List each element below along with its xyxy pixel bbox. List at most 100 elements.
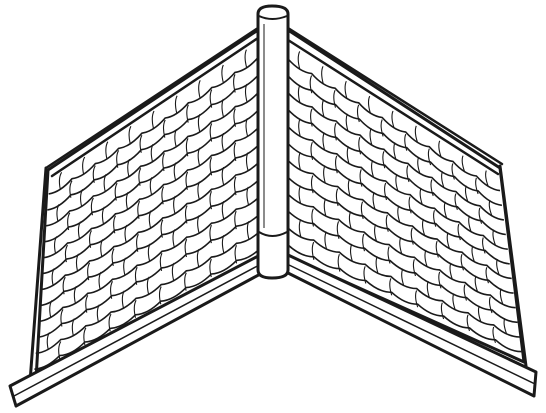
left-tile-seam	[172, 229, 176, 248]
right-tile-seam	[371, 159, 375, 178]
right-tile-seam	[322, 132, 326, 151]
left-tile-seam	[64, 244, 68, 263]
right-tile-seam	[393, 142, 397, 160]
left-tile-seam	[149, 177, 153, 196]
left-tile-seam	[244, 83, 248, 103]
left-tile-seam	[221, 200, 225, 220]
left-tile-seam	[146, 276, 150, 295]
left-tile-seam	[221, 166, 225, 186]
right-tile-row	[287, 244, 522, 353]
right-tile-seam	[321, 66, 324, 85]
left-tile-seam	[221, 98, 225, 118]
left-tile-seam	[116, 150, 120, 168]
right-tile-seam	[466, 314, 471, 332]
left-tile-seam	[246, 221, 250, 240]
left-tile-seam	[92, 165, 96, 183]
right-tile-seam	[485, 170, 489, 187]
right-tile-seam	[384, 182, 388, 201]
right-tile-seam	[335, 155, 338, 174]
right-roof-top-edge	[286, 26, 504, 176]
right-tile-seam	[438, 271, 442, 289]
right-tile-seam	[424, 249, 428, 267]
left-tile-seam	[105, 141, 109, 160]
right-tile-seam	[347, 178, 351, 197]
right-tile-seam	[385, 214, 389, 232]
right-tile-seam	[404, 133, 408, 151]
right-tile-seam	[499, 288, 504, 305]
left-tile-seam	[148, 210, 152, 229]
left-tile-seam	[46, 332, 50, 350]
right-tile-seam	[374, 224, 378, 242]
left-tile-seam	[173, 195, 176, 214]
right-tile-seam	[410, 227, 414, 245]
left-tile-seam	[162, 153, 165, 172]
right-tile-seam	[417, 156, 421, 174]
right-tile-seam	[475, 177, 479, 195]
left-tile-seam	[159, 253, 163, 272]
left-tile-seam	[75, 253, 79, 272]
left-tile-seam	[58, 172, 63, 190]
right-eave-lower-line	[286, 263, 536, 385]
left-tile-seam	[221, 132, 225, 152]
right-tile-seam	[454, 193, 458, 210]
right-tile-seam	[391, 110, 395, 128]
left-tile-seam	[123, 257, 126, 276]
right-roof-side-edge	[498, 164, 528, 368]
right-tile-seam	[349, 243, 353, 262]
left-tile-seam	[198, 80, 201, 99]
right-tile-seam	[335, 188, 339, 207]
right-tile-seam	[408, 196, 412, 214]
right-tile-rows	[287, 51, 522, 353]
left-tile-seam	[137, 200, 141, 219]
right-tile-seam	[492, 229, 497, 246]
right-tile-seam	[311, 208, 315, 227]
right-tile-seam	[380, 119, 384, 137]
right-tile-seam	[438, 140, 442, 158]
left-tile-seam	[173, 162, 177, 181]
left-tile-rows	[34, 49, 263, 370]
left-tile-seam	[233, 142, 237, 162]
right-tile-seam	[297, 84, 301, 103]
right-tile-seam	[477, 305, 482, 322]
left-roof-top-edge	[44, 26, 260, 178]
left-tile-seam	[209, 157, 213, 176]
right-tile-seam	[387, 246, 391, 264]
left-tile-seam	[162, 119, 166, 138]
right-tile-seam	[397, 205, 401, 223]
left-tile-seam	[147, 243, 151, 262]
left-tile-seam	[160, 219, 164, 238]
right-tile-seam	[333, 89, 337, 108]
right-tile-seam	[298, 219, 302, 238]
right-tile-seam	[344, 80, 348, 99]
left-tile-seam	[124, 224, 128, 243]
right-tile-seam	[369, 127, 373, 146]
right-tile-seam	[310, 108, 313, 127]
right-tile-seam	[298, 185, 302, 204]
left-tile-seam	[58, 341, 62, 359]
right-tile-seam	[463, 284, 468, 301]
left-tile-seam	[71, 318, 75, 336]
right-tile-seam	[460, 253, 465, 271]
left-tile-seam	[82, 156, 86, 175]
right-tile-seam	[435, 240, 439, 258]
left-tile-seam	[234, 245, 238, 264]
left-tile-seam	[174, 95, 178, 114]
ridge-cap	[256, 4, 290, 280]
right-tile-seam	[334, 122, 337, 141]
right-tile-seam	[363, 266, 367, 284]
left-tile-seam	[136, 234, 139, 252]
left-tile-seam	[221, 234, 225, 254]
right-tile-seam	[474, 275, 479, 292]
right-tile-seam	[311, 241, 315, 260]
right-tile-seam	[372, 192, 376, 210]
left-roof-side-edge	[28, 166, 48, 384]
left-eave-lower-line	[13, 262, 264, 397]
right-tile-seam	[324, 231, 328, 250]
left-tile-seam	[110, 281, 113, 299]
left-tile-seam	[103, 174, 107, 192]
left-tile-seam	[128, 126, 132, 144]
right-tile-seam	[337, 253, 341, 272]
right-tile-seam	[461, 155, 466, 172]
right-tile-seam	[389, 278, 393, 296]
right-tile-seam	[310, 175, 314, 194]
